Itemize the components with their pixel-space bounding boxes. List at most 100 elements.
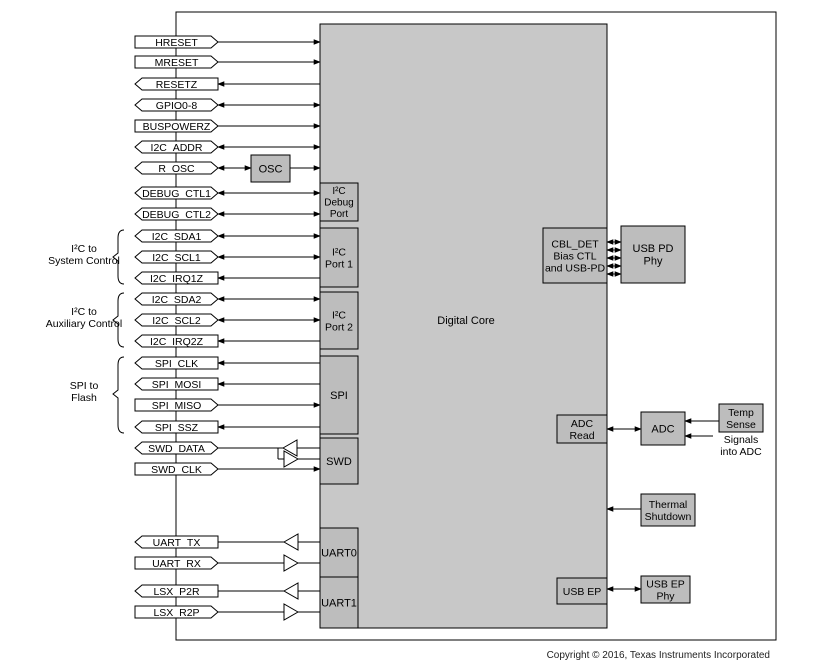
pin-label: I2C_SDA2: [152, 294, 202, 306]
pin-label: SPI_SSZ: [155, 422, 199, 434]
pin-label: SPI_CLK: [155, 358, 198, 370]
digital-core-label: Digital Core: [437, 315, 494, 327]
block-label: Signals: [724, 434, 758, 446]
block-label: CBL_DET: [551, 238, 599, 250]
block-label: SWD: [326, 456, 352, 468]
group-label: Auxiliary Control: [46, 318, 122, 330]
pin-shape: [134, 207, 219, 221]
pin-i2c-sda2: I2C_SDA2: [134, 292, 219, 306]
pin-shape: [134, 398, 219, 412]
block-rect: [620, 225, 686, 284]
pin-i2c-addr: I2C_ADDR: [134, 140, 219, 154]
pin-shape: [134, 313, 219, 327]
block-label: USB EP: [563, 586, 602, 598]
pin-label: LSX_R2P: [153, 607, 199, 619]
block-label: Bias CTL: [553, 250, 596, 262]
pin-shape: [134, 334, 219, 348]
pin-uart-tx: UART_TX: [134, 535, 219, 549]
block-label: I²C: [332, 186, 345, 197]
pin-label: HRESET: [155, 37, 198, 49]
pin-shape: [134, 420, 219, 434]
block-adc: ADC: [640, 411, 686, 446]
pin-spi-mosi: SPI_MOSI: [134, 377, 219, 391]
block-rect: [556, 414, 608, 444]
block-label: Port: [330, 209, 349, 220]
block-rect: [718, 403, 764, 433]
block-label: Thermal: [649, 499, 688, 511]
pin-shape: [134, 462, 219, 476]
block-rect: [319, 182, 359, 222]
pin-gpio0-8: GPIO0-8: [134, 98, 219, 112]
pin-label: UART_RX: [152, 558, 201, 570]
block-label: Phy: [644, 256, 663, 268]
pin-spi-ssz: SPI_SSZ: [134, 420, 219, 434]
pin-label: SPI_MISO: [152, 400, 202, 412]
block-osc: OSC: [250, 154, 291, 183]
buffer-lsx-r2p: [283, 603, 300, 621]
block-label: ADC: [651, 423, 674, 435]
block-label: ADC: [571, 418, 594, 430]
block-rect: [319, 576, 359, 629]
pin-i2c-irq2z: I2C_IRQ2Z: [134, 334, 219, 348]
pin-label: I2C_SDA1: [152, 231, 202, 243]
pin-label: SWD_CLK: [151, 464, 202, 476]
block-rect: [556, 577, 608, 605]
copyright-text: Copyright © 2016, Texas Instruments Inco…: [546, 650, 770, 661]
pin-lsx-p2r: LSX_P2R: [134, 584, 219, 598]
group-label: System Control: [48, 255, 120, 267]
block-label: UART0: [321, 547, 357, 559]
pin-shape: [134, 77, 219, 91]
block-rect: [542, 227, 608, 284]
block-label: SPI: [330, 390, 348, 402]
pin-label: BUSPOWERZ: [143, 121, 211, 133]
pin-label: SWD_DATA: [148, 443, 205, 455]
block-label: I²C: [332, 309, 346, 321]
pin-shape: [134, 186, 219, 200]
group-brace: [112, 292, 125, 348]
block-label: Shutdown: [645, 511, 692, 523]
pin-label: I2C_SCL2: [152, 315, 201, 327]
block-usb-ep: USB EP: [556, 577, 608, 605]
group-label: SPI to: [70, 380, 99, 392]
pin-shape: [134, 556, 219, 570]
pin-buspowerz: BUSPOWERZ: [134, 119, 219, 133]
block-uart0: UART0: [319, 527, 359, 578]
block-label: Debug: [324, 198, 353, 209]
pin-label: UART_TX: [153, 537, 201, 549]
pin-shape: [134, 229, 219, 243]
block-label: I²C: [332, 246, 346, 258]
pin-shape: [134, 356, 219, 370]
block-rect: [319, 355, 359, 435]
pin-resetz: RESETZ: [134, 77, 219, 91]
pin-r-osc: R_OSC: [134, 161, 219, 175]
block-label: and USB-PD: [545, 262, 606, 274]
pin-shape: [134, 535, 219, 549]
pin-debug-ctl2: DEBUG_CTL2: [134, 207, 219, 221]
block-label: Read: [569, 430, 594, 442]
pin-label: RESETZ: [156, 79, 198, 91]
block-rect: [640, 493, 696, 527]
pin-label: DEBUG_CTL1: [142, 188, 211, 200]
block-label: USB PD: [633, 243, 674, 255]
pin-uart-rx: UART_RX: [134, 556, 219, 570]
pin-label: I2C_SCL1: [152, 252, 201, 264]
block-swd: SWD: [319, 437, 359, 485]
pin-shape: [134, 140, 219, 154]
pin-i2c-scl2: I2C_SCL2: [134, 313, 219, 327]
group-label: I²C to: [71, 306, 97, 318]
block-label: Phy: [656, 590, 675, 602]
pin-swd-clk: SWD_CLK: [134, 462, 219, 476]
pin-i2c-sda1: I2C_SDA1: [134, 229, 219, 243]
pin-label: LSX_P2R: [153, 586, 200, 598]
block-label: Temp: [728, 407, 754, 419]
block-spi: SPI: [319, 355, 359, 435]
pin-label: MRESET: [155, 57, 199, 69]
